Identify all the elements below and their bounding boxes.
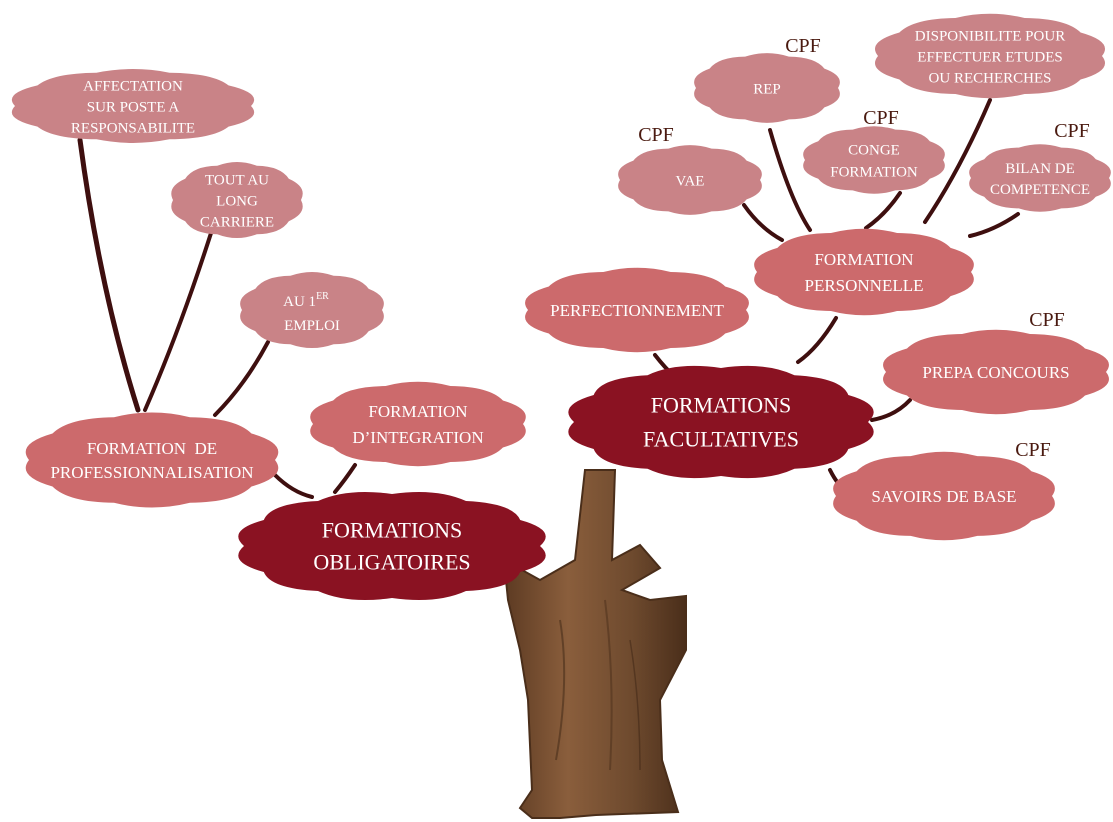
cloud-obligatoires-label: FORMATIONS OBLIGATOIRES — [313, 518, 470, 575]
cloud-disponibilite-label: DISPONIBILITE POUR EFFECTUER ETUDES OU REC… — [915, 28, 1065, 86]
cloud-vae-label: VAE — [676, 173, 705, 189]
branch-disponibilite — [923, 98, 992, 224]
cloud-prepa-shape — [883, 329, 1109, 415]
label-line: PROFESSIONNALISATION — [50, 463, 253, 482]
label-line: FORMATION — [368, 402, 467, 421]
cloud-rep-shape — [694, 53, 840, 123]
cloud-perfectionnement-shape — [525, 267, 749, 353]
cloud-facultatives-label: FORMATIONS FACULTATIVES — [643, 393, 799, 452]
label-line: RESPONSABILITE — [71, 120, 195, 136]
labels: AFFECTATION SUR POSTE A RESPONSABILITE TOUT… — [50, 28, 1090, 574]
label-line: FACULTATIVES — [643, 427, 799, 452]
cloud-bilan-shape — [969, 144, 1111, 212]
label-line: FORMATIONS — [322, 518, 463, 543]
branch-professionnalisation — [273, 473, 314, 499]
label-line: FORMATION — [814, 250, 913, 269]
branch-vae — [742, 203, 784, 242]
cloud-disponibilite-shape — [874, 13, 1106, 99]
cloud-savoirs-shape — [833, 451, 1055, 541]
label-line: EFFECTUER ETUDES — [917, 49, 1062, 65]
tree-trunk — [502, 469, 687, 819]
cloud-personnelle-label: FORMATION PERSONNELLE — [805, 250, 924, 295]
cpf-tag-savoirs: CPF — [1015, 439, 1051, 461]
cpf-tag-conge: CPF — [863, 107, 899, 129]
cloud-perfectionnement-label: PERFECTIONNEMENT — [550, 301, 724, 320]
branch-affectation — [77, 137, 141, 413]
label-line: AU 1 — [283, 294, 316, 310]
cpf-tag-bilan: CPF — [1054, 120, 1090, 142]
branch-rep — [768, 128, 812, 232]
label-line: FORMATIONS — [651, 393, 792, 418]
cloud-vae-shape — [618, 145, 762, 215]
label-line: TOUT AU — [205, 172, 269, 188]
cloud-affectation-label: AFFECTATION SUR POSTE A RESPONSABILITE — [71, 78, 195, 136]
label-line: CARRIERE — [200, 214, 274, 230]
cloud-savoirs-label: SAVOIRS DE BASE — [871, 487, 1016, 506]
branch-carriere — [143, 228, 214, 412]
label-line: D’INTEGRATION — [352, 428, 483, 447]
cloud-integration-shape — [310, 381, 526, 467]
cloud-conge-shape — [803, 126, 945, 194]
label-line: FORMATION DE — [87, 439, 217, 458]
cloud-premier-emploi-shape — [240, 272, 384, 348]
label-superscript: ER — [316, 291, 329, 302]
branch-conge — [864, 191, 902, 230]
branch-integration — [333, 463, 357, 494]
cloud-professionnalisation-shape — [25, 412, 279, 508]
label-line: PERFECTIONNEMENT — [550, 301, 724, 320]
cloud-integration-label: FORMATION D’INTEGRATION — [352, 402, 483, 447]
label-line: REP — [753, 81, 781, 97]
label-line: OU RECHERCHES — [929, 70, 1052, 86]
cloud-professionnalisation-label: FORMATION DE PROFESSIONNALISATION — [50, 439, 253, 482]
cloud-bilan-label: BILAN DE COMPETENCE — [990, 161, 1090, 198]
cloud-affectation-shape — [11, 69, 255, 143]
branch-premier-emploi — [213, 340, 270, 417]
branch-prepa — [870, 398, 912, 422]
cloud-carriere-label: TOUT AU LONG CARRIERE — [200, 172, 274, 230]
label-line: LONG — [216, 193, 258, 209]
cloud-premier-emploi-label: AU 1ER EMPLOI — [283, 291, 340, 334]
label-line: PREPA CONCOURS — [922, 363, 1069, 382]
branch-personnelle — [796, 316, 838, 364]
label-line: SAVOIRS DE BASE — [871, 487, 1016, 506]
label-line: VAE — [676, 173, 705, 189]
cloud-prepa-label: PREPA CONCOURS — [922, 363, 1069, 382]
label-line: PERSONNELLE — [805, 276, 924, 295]
cloud-personnelle-shape — [754, 228, 974, 316]
label-line: CONGE — [848, 142, 900, 158]
label-line: AFFECTATION — [83, 78, 183, 94]
label-line: COMPETENCE — [990, 182, 1090, 198]
label-line: FORMATION — [830, 164, 918, 180]
cpf-tag-rep: CPF — [785, 35, 821, 57]
cloud-rep-label: REP — [753, 81, 781, 97]
cloud-obligatoires-shape — [238, 491, 546, 601]
label-line: EMPLOI — [284, 318, 340, 334]
cloud-carriere-shape — [171, 162, 303, 238]
label-line: BILAN DE — [1005, 161, 1075, 177]
branch-bilan — [968, 212, 1020, 238]
cloud-facultatives-shape — [568, 365, 874, 479]
label-line: SUR POSTE A — [87, 99, 180, 115]
cloud-conge-label: CONGE FORMATION — [830, 142, 918, 180]
clouds — [11, 13, 1111, 601]
cpf-tag-prepa: CPF — [1029, 309, 1065, 331]
label-line: OBLIGATOIRES — [313, 550, 470, 575]
cpf-tag-vae: CPF — [638, 124, 674, 146]
label-line: DISPONIBILITE POUR — [915, 28, 1065, 44]
